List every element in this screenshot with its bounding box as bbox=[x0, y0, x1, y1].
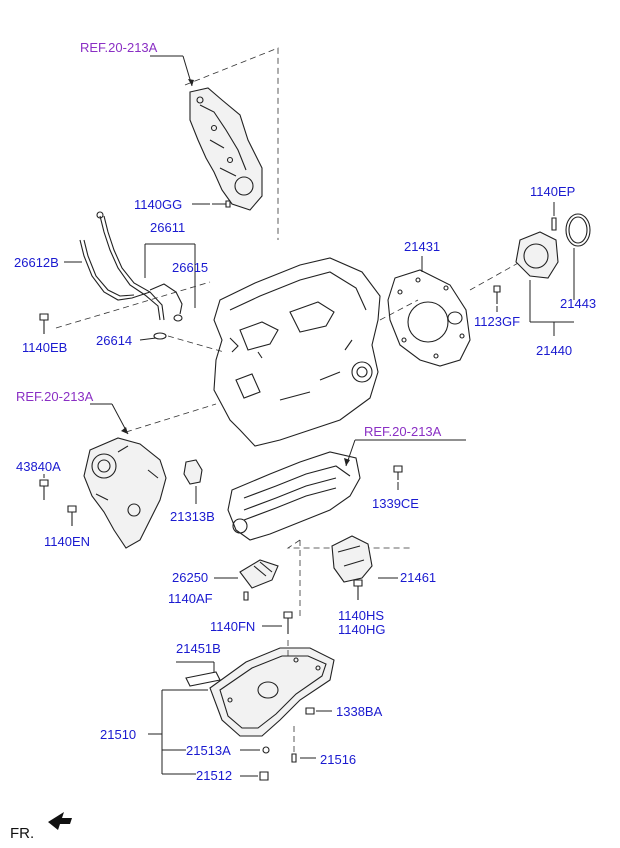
plug-21513a[interactable] bbox=[262, 746, 270, 754]
label-26615[interactable]: 26615 bbox=[172, 260, 208, 275]
bolt-1140en[interactable] bbox=[67, 505, 77, 526]
bolt-1140eb[interactable] bbox=[39, 313, 49, 334]
label-1140en[interactable]: 1140EN bbox=[44, 534, 90, 549]
label-26250[interactable]: 26250 bbox=[172, 570, 208, 585]
ref-label-left[interactable]: REF.20-213A bbox=[16, 389, 94, 404]
label-21516[interactable]: 21516 bbox=[320, 752, 356, 767]
label-1140hg[interactable]: 1140HG bbox=[338, 622, 385, 637]
label-21313b[interactable]: 21313B bbox=[170, 509, 215, 524]
bolt-1338ba[interactable] bbox=[305, 707, 315, 715]
label-21451b[interactable]: 21451B bbox=[176, 641, 221, 656]
label-21513a[interactable]: 21513A bbox=[186, 743, 231, 758]
bolt-1140hs[interactable] bbox=[353, 579, 363, 600]
front-direction-arrow bbox=[48, 812, 72, 830]
bolt-1140af[interactable] bbox=[243, 591, 249, 601]
bolt-21516[interactable] bbox=[291, 753, 297, 763]
label-21440[interactable]: 21440 bbox=[536, 343, 572, 358]
ref-label-right[interactable]: REF.20-213A bbox=[364, 424, 442, 439]
front-direction-label: FR. bbox=[10, 825, 34, 842]
oil-screen-26250[interactable] bbox=[239, 559, 279, 589]
label-21512[interactable]: 21512 bbox=[196, 768, 232, 783]
label-1140af[interactable]: 1140AF bbox=[168, 591, 213, 606]
label-1140ep[interactable]: 1140EP bbox=[530, 184, 575, 199]
bolt-1140fn[interactable] bbox=[283, 611, 293, 634]
label-1338ba[interactable]: 1338BA bbox=[336, 704, 383, 719]
bolt-1339ce[interactable] bbox=[393, 465, 403, 480]
label-26614[interactable]: 26614 bbox=[96, 333, 132, 348]
front-cover[interactable] bbox=[83, 437, 167, 549]
oil-seal-housing[interactable] bbox=[515, 213, 591, 279]
bracket-21461[interactable] bbox=[331, 535, 373, 583]
cylinder-block[interactable] bbox=[213, 257, 381, 447]
label-1140eb[interactable]: 1140EB bbox=[22, 340, 67, 355]
label-1140fn[interactable]: 1140FN bbox=[210, 619, 255, 634]
ladder-frame[interactable] bbox=[227, 451, 361, 541]
bolt-1140gg[interactable] bbox=[212, 200, 231, 208]
plug-21512[interactable] bbox=[259, 771, 269, 781]
oil-pan-21510[interactable] bbox=[209, 647, 335, 737]
oil-level-gauge[interactable] bbox=[79, 211, 183, 340]
label-21510[interactable]: 21510 bbox=[100, 727, 136, 742]
bolt-1123gf[interactable] bbox=[493, 285, 501, 304]
label-26612b[interactable]: 26612B bbox=[14, 255, 59, 270]
label-43840a[interactable]: 43840A bbox=[16, 459, 61, 474]
gasket-21451b[interactable] bbox=[185, 671, 221, 687]
rear-plate-21431[interactable] bbox=[387, 269, 471, 367]
label-1140hs[interactable]: 1140HS bbox=[338, 608, 384, 623]
ref-label-top[interactable]: REF.20-213A bbox=[80, 40, 158, 55]
label-21431[interactable]: 21431 bbox=[404, 239, 440, 254]
label-21443[interactable]: 21443 bbox=[560, 296, 596, 311]
seal-21313b[interactable] bbox=[183, 459, 203, 485]
label-21461[interactable]: 21461 bbox=[400, 570, 436, 585]
label-1123gf[interactable]: 1123GF bbox=[474, 314, 520, 329]
timing-cover-upper[interactable] bbox=[189, 87, 263, 211]
label-1339ce[interactable]: 1339CE bbox=[372, 496, 419, 511]
bolt-1140ep[interactable] bbox=[551, 217, 557, 231]
bolt-43840a[interactable] bbox=[39, 479, 49, 500]
label-26611[interactable]: 26611 bbox=[150, 220, 185, 235]
label-1140gg[interactable]: 1140GG bbox=[134, 197, 182, 212]
